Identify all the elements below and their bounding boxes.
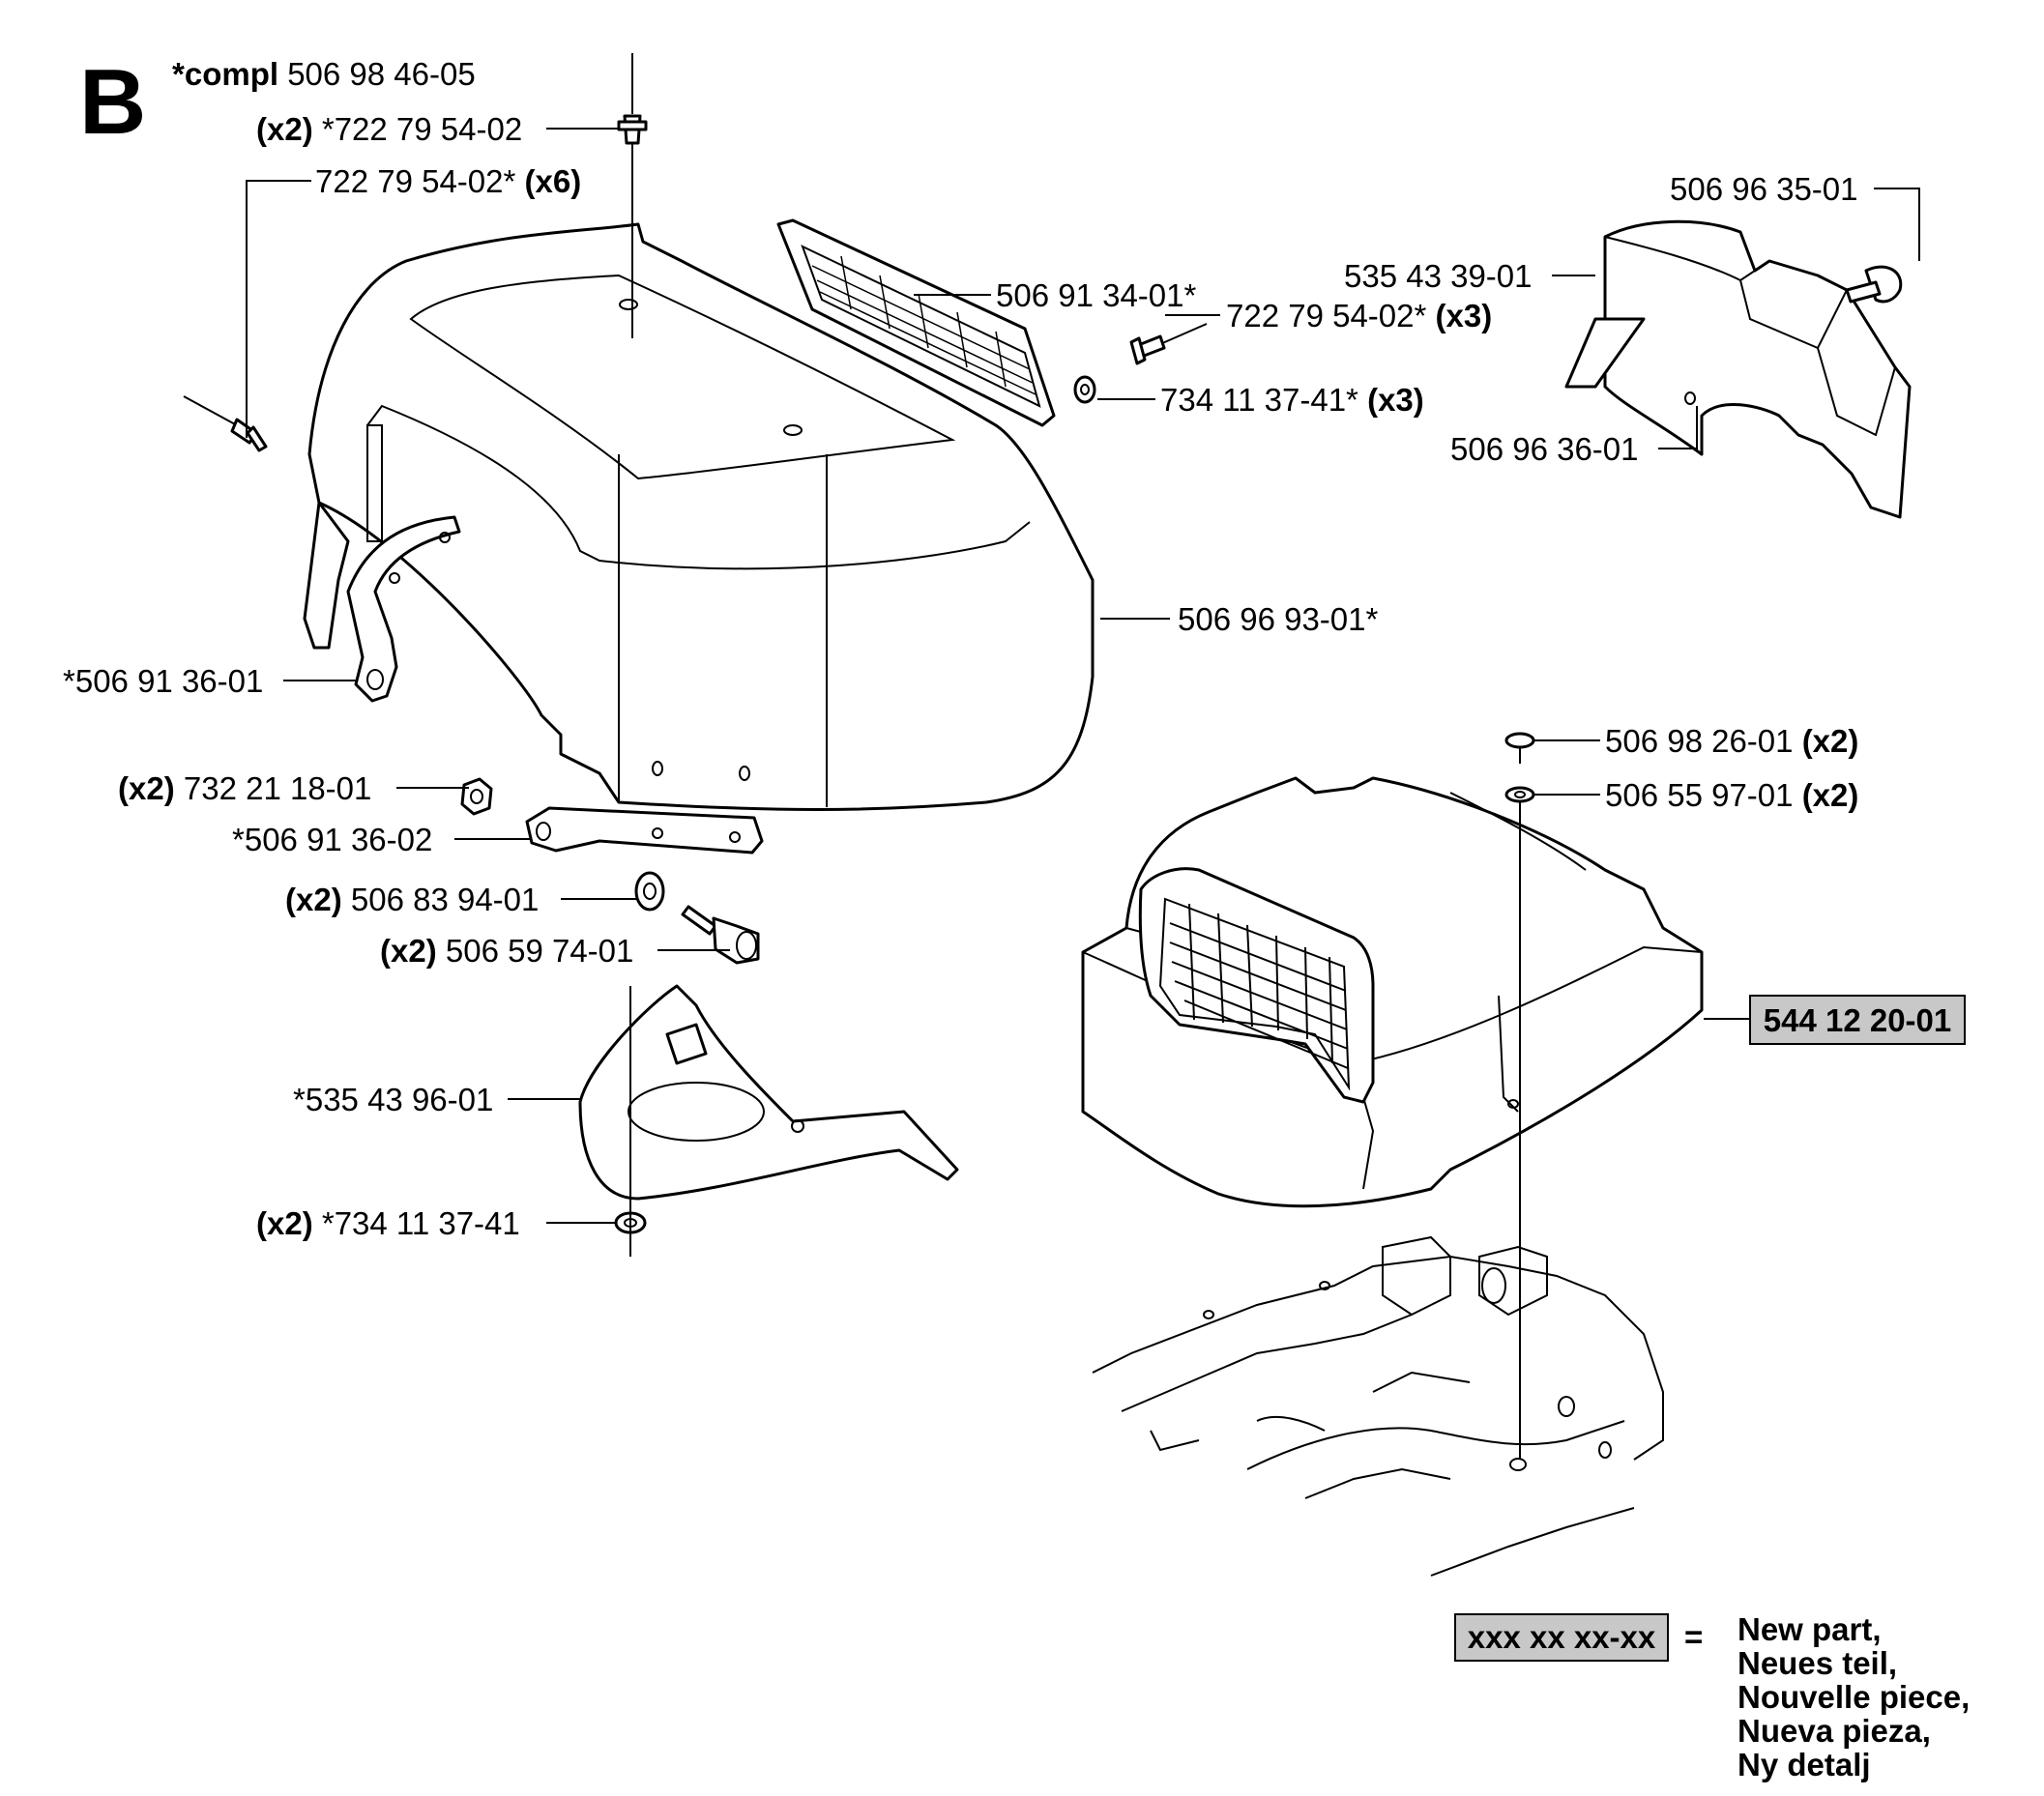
bolt-qty: (x2): [380, 933, 437, 969]
legend-placeholder: xxx xx xx-xx: [1468, 1619, 1656, 1655]
mount-hole: [1507, 1099, 1519, 1109]
svg-text:506 55 97-01 (x2): 506 55 97-01 (x2): [1605, 777, 1858, 813]
screw-top: [1504, 732, 1535, 764]
rivet-top-qty: (x2): [256, 111, 313, 147]
rivet-top-part-number: *722 79 54-02: [322, 111, 522, 147]
screw-part-number: 506 98 26-01: [1605, 723, 1794, 759]
bracket-left-part-number: *506 91 36-01: [63, 663, 263, 699]
svg-text:(x2) *734 11 37-41: (x2) *734 11 37-41: [256, 1205, 520, 1241]
svg-text:(x2) 506 83 94-01: (x2) 506 83 94-01: [285, 882, 539, 917]
rivet-grille-qty: (x3): [1436, 298, 1493, 333]
legend-placeholder-box: [1454, 1613, 1669, 1662]
guard-side-part-number: 535 43 39-01: [1344, 258, 1533, 294]
rivet-grille-part-number: 722 79 54-02*: [1226, 298, 1427, 333]
rivet-left: [183, 395, 268, 452]
legend-equals: =: [1684, 1619, 1703, 1655]
rivet-grille: [1129, 323, 1208, 365]
nut: [460, 777, 493, 816]
washer: [634, 871, 665, 912]
bracket-right-part-number: *506 91 36-02: [232, 822, 432, 857]
legend-line-3: Nouvelle piece,: [1737, 1679, 1970, 1715]
washer-grille: [1073, 375, 1096, 404]
washer-grille-qty: (x3): [1367, 382, 1424, 418]
tractor-frame: [1092, 1235, 1664, 1577]
support-part-number: *535 43 96-01: [293, 1082, 493, 1117]
guard-cover: [1564, 219, 1912, 519]
rivet-left-qty: (x6): [525, 163, 582, 199]
nut-qty: (x2): [118, 770, 175, 806]
new-hood-assembly: [1081, 776, 1704, 1208]
guard-screw-part-number: 506 96 36-01: [1450, 431, 1639, 467]
support-bracket: [578, 984, 959, 1201]
screw-qty: (x2): [1802, 723, 1859, 759]
legend-line-2: Neues teil,: [1737, 1645, 1897, 1681]
washer-part-number: 506 83 94-01: [351, 882, 540, 917]
legend-line-5: Ny detalj: [1737, 1747, 1871, 1782]
washer-bottom-qty: (x2): [256, 1205, 313, 1241]
new-part-legend: xxx xx xx-xx = New part, Neues teil, Nou…: [1454, 1611, 1970, 1782]
svg-text:722 79 54-02* (x3): 722 79 54-02* (x3): [1226, 298, 1492, 333]
bolt: [681, 905, 760, 965]
rivet-left-part-number: 722 79 54-02*: [315, 163, 516, 199]
washer-grille-part-number: 734 11 37-41*: [1160, 382, 1358, 418]
compl-prefix: *compl: [172, 56, 278, 92]
leader-lines: [246, 128, 1920, 1224]
washer2-qty: (x2): [1802, 777, 1859, 813]
legend-line-4: Nueva pieza,: [1737, 1713, 1931, 1749]
rivet-top: [617, 53, 648, 145]
svg-text:722 79 54-02* (x6): 722 79 54-02* (x6): [315, 163, 581, 199]
svg-text:734 11 37-41* (x3): 734 11 37-41* (x3): [1160, 382, 1424, 418]
guard-top-part-number: 506 96 35-01: [1670, 171, 1858, 207]
grille-part-number: 506 91 34-01*: [996, 277, 1197, 313]
labels: *compl 506 98 46-05 (x2) *722 79 54-02 7…: [63, 56, 1966, 1241]
compl-part-number: 506 98 46-05: [287, 56, 476, 92]
legend-line-1: New part,: [1737, 1611, 1882, 1647]
washer2-part-number: 506 55 97-01: [1605, 777, 1794, 813]
svg-text:(x2) *722 79 54-02: (x2) *722 79 54-02: [256, 111, 522, 147]
new-part-highlight: [1749, 995, 1966, 1045]
svg-text:(x2) 506 59 74-01: (x2) 506 59 74-01: [380, 933, 633, 969]
bracket-right: [525, 806, 764, 855]
washer-top: [1504, 786, 1535, 803]
new-assembly-part-number: 544 12 20-01: [1764, 1002, 1952, 1038]
washer-qty: (x2): [285, 882, 342, 917]
hood-part-number: 506 96 93-01*: [1178, 601, 1379, 637]
hood-cover: [303, 222, 1095, 811]
grille-panel: [776, 218, 1056, 427]
bracket-left: [346, 515, 461, 703]
nut-part-number: 732 21 18-01: [184, 770, 372, 806]
bolt-part-number: 506 59 74-01: [446, 933, 634, 969]
svg-text:506 98 26-01 (x2): 506 98 26-01 (x2): [1605, 723, 1858, 759]
section-letter: B: [79, 50, 146, 154]
svg-text:*compl 506 98 46-05: *compl 506 98 46-05: [172, 56, 476, 92]
washer-bottom-part-number: *734 11 37-41: [322, 1205, 520, 1241]
svg-text:(x2) 732 21 18-01: (x2) 732 21 18-01: [118, 770, 371, 806]
